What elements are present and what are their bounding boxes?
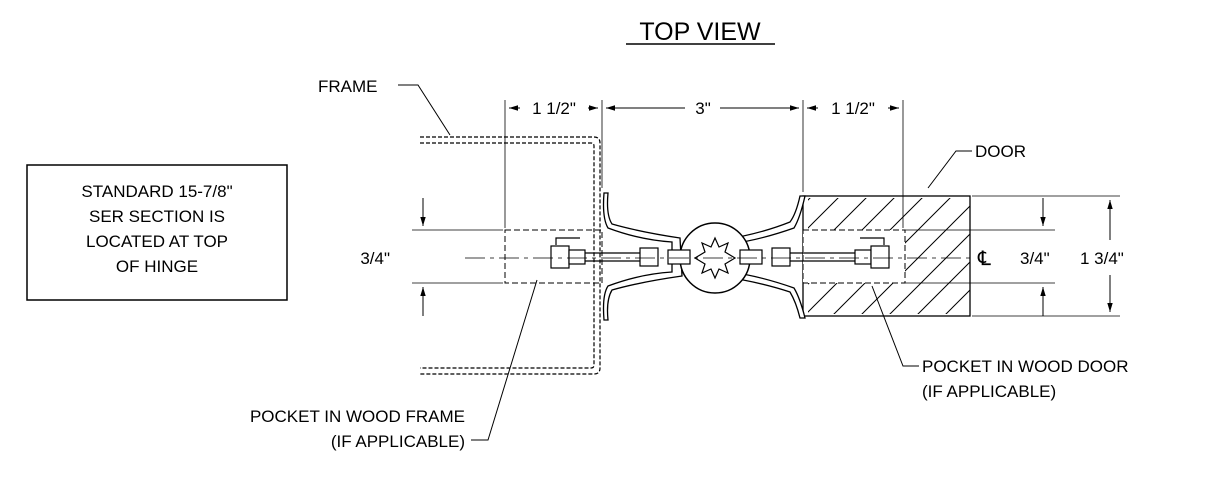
note-line-3: LOCATED AT TOP <box>86 232 228 251</box>
pocket-frame-label-1: POCKET IN WOOD FRAME <box>250 407 465 426</box>
door-label: DOOR <box>975 142 1026 161</box>
dimension-right-pocket: 3/4" <box>905 198 1055 316</box>
door-pocket <box>802 229 906 284</box>
dimension-right-pocket-text: 3/4" <box>1020 249 1050 268</box>
note-line-2: SER SECTION IS <box>89 207 225 226</box>
dimension-right-width-text: 1 1/2" <box>831 99 875 118</box>
frame-outline <box>420 136 601 375</box>
hinge-leaf-left <box>602 192 683 321</box>
frame-pocket <box>504 229 603 284</box>
hinge-leaf-right <box>719 195 806 319</box>
dimension-left-width: 1 1/2" <box>509 99 598 118</box>
left-connector <box>550 237 691 269</box>
frame-label: FRAME <box>318 77 378 96</box>
pocket-door-label-2: (IF APPLICABLE) <box>922 382 1056 401</box>
dimension-right-width: 1 1/2" <box>807 99 899 118</box>
pocket-frame-leader <box>471 279 538 441</box>
dimension-left-width-text: 1 1/2" <box>532 99 576 118</box>
dimension-left-pocket-text: 3/4" <box>360 249 390 268</box>
centerline-symbol: ℄ <box>977 248 991 270</box>
pocket-door-leader <box>871 285 919 367</box>
top-dimension-extensions <box>504 100 904 228</box>
pocket-door-label-1: POCKET IN WOOD DOOR <box>922 357 1129 376</box>
page-title: TOP VIEW <box>639 18 761 46</box>
door-leader <box>927 150 972 189</box>
dimension-door-thickness: 1 3/4" <box>972 195 1124 317</box>
dimension-left-pocket: 3/4" <box>360 198 503 316</box>
note-box: STANDARD 15-7/8" SER SECTION IS LOCATED … <box>26 164 288 301</box>
note-line-4: OF HINGE <box>116 257 198 276</box>
frame-leader <box>398 84 451 136</box>
pocket-frame-label-2: (IF APPLICABLE) <box>331 432 465 451</box>
dimension-middle-width: 3" <box>606 99 799 118</box>
dimension-middle-width-text: 3" <box>695 99 711 118</box>
note-line-1: STANDARD 15-7/8" <box>81 182 232 201</box>
right-connector <box>739 237 890 269</box>
dimension-door-thickness-text: 1 3/4" <box>1080 249 1124 268</box>
